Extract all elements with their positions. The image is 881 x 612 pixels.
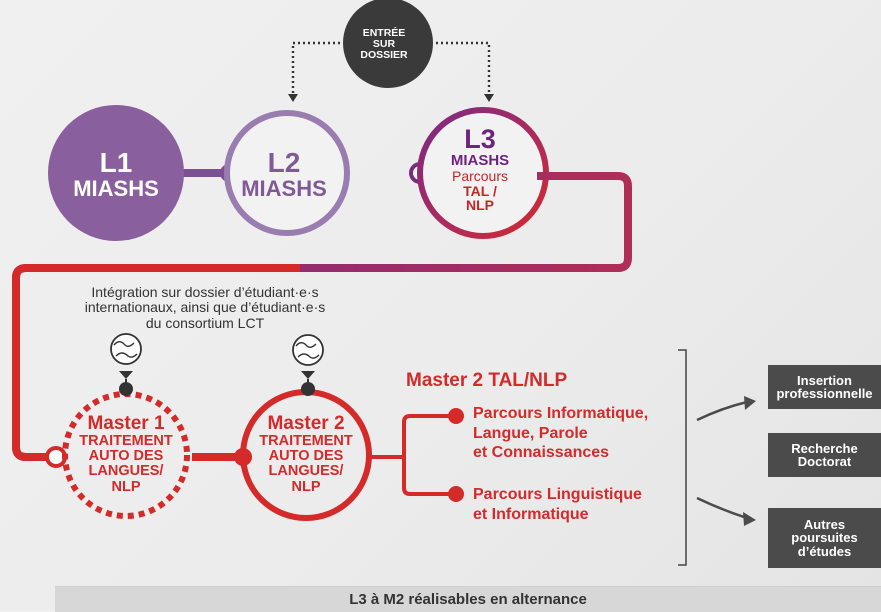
l2-label: L2 MIASHS bbox=[214, 147, 354, 202]
l1-title: L1 bbox=[99, 147, 133, 178]
parcours-branch bbox=[370, 414, 452, 496]
entree-circle bbox=[343, 0, 433, 88]
integration-line1: Intégration sur dossier d’étudiant·e·s bbox=[91, 284, 319, 300]
l2-title: L2 bbox=[267, 147, 301, 178]
l1-subtitle: MIASHS bbox=[73, 176, 159, 202]
master2-title: Master 2 bbox=[267, 413, 345, 434]
master2-label: Master 2 TRAITEMENT AUTO DES LANGUES/ NL… bbox=[231, 414, 381, 495]
entree-line1: ENTRÉE bbox=[362, 27, 406, 39]
entree-line3: DOSSIER bbox=[360, 49, 408, 62]
outcomes-bracket bbox=[678, 349, 687, 566]
master2-line3: LANGUES/ bbox=[268, 463, 344, 480]
parcours-linguistique: Parcours Linguistique et Informatique bbox=[473, 485, 642, 524]
outcome-insertion: Insertion professionnelle bbox=[768, 365, 881, 409]
integration-note: Intégration sur dossier d’étudiant·e·s i… bbox=[40, 284, 370, 331]
alternance-banner: L3 à M2 réalisables en alternance bbox=[55, 586, 881, 612]
master1-line3: LANGUES/ bbox=[88, 463, 164, 480]
outcome1-line2: professionnelle bbox=[776, 386, 873, 401]
l2-subtitle: MIASHS bbox=[241, 176, 327, 202]
outcome2-line2: Doctorat bbox=[797, 454, 852, 469]
master2-line4: NLP bbox=[291, 478, 321, 495]
globe-icon bbox=[110, 333, 142, 396]
master2-line2: AUTO DES bbox=[268, 448, 344, 465]
outcome3-line3: d’études bbox=[797, 543, 852, 559]
master1-line4: NLP bbox=[111, 478, 141, 495]
l1-circle bbox=[48, 105, 184, 241]
l3-m1-link-red bbox=[12, 264, 300, 461]
parcours-informatique: Parcours Informatique, Langue, Parole et… bbox=[473, 404, 648, 463]
master1-label: Master 1 TRAITEMENT AUTO DES LANGUES/ NL… bbox=[56, 414, 196, 495]
arrow-right-icon bbox=[696, 396, 756, 422]
l3-subtitle: MIASHS bbox=[450, 152, 510, 170]
arrow-right-icon bbox=[696, 496, 756, 526]
master2-line1: TRAITEMENT bbox=[259, 432, 353, 449]
banner-text: L3 à M2 réalisables en alternance bbox=[349, 591, 587, 608]
entree-connectors bbox=[288, 41, 494, 102]
integration-line2: internationaux, ainsi que d’étudiant·e·s bbox=[84, 299, 326, 316]
master1-title: Master 1 bbox=[87, 413, 165, 434]
master1-line1: TRAITEMENT bbox=[79, 432, 173, 449]
outcome1-line1: Insertion bbox=[797, 372, 852, 388]
l3-nlp: NLP bbox=[466, 197, 494, 214]
l3-label: L3 MIASHS Parcours TAL / NLP bbox=[416, 125, 544, 213]
parcours1-line2: Langue, Parole bbox=[473, 424, 588, 442]
parcours1-line1: Parcours Informatique, bbox=[473, 405, 649, 422]
outcome2-line1: Recherche bbox=[791, 440, 858, 456]
parcours2-line1: Parcours Linguistique bbox=[473, 486, 642, 503]
m2-block-title: Master 2 TAL/NLP bbox=[406, 370, 568, 391]
l3-tal: TAL / bbox=[463, 182, 497, 199]
globe-icon bbox=[292, 334, 324, 396]
outcome3-line1: Autres bbox=[803, 517, 846, 533]
parcours2-line2: et Informatique bbox=[473, 505, 589, 523]
outcome3-line2: poursuites bbox=[791, 530, 858, 546]
l3-title: L3 bbox=[464, 124, 496, 154]
parcours1-line3: et Connaissances bbox=[473, 444, 610, 462]
l3-parcours: Parcours bbox=[451, 168, 509, 185]
parcours2-bullet bbox=[448, 486, 464, 502]
outcome-recherche: Recherche Doctorat bbox=[768, 433, 881, 477]
l1-label: L1 MIASHS bbox=[50, 147, 182, 202]
integration-line3: du consortium LCT bbox=[145, 314, 265, 331]
entree-label: ENTRÉE SUR DOSSIER bbox=[336, 27, 432, 62]
outcome-autres: Autres poursuites d’études bbox=[768, 508, 881, 568]
master1-line2: AUTO DES bbox=[88, 448, 164, 465]
entree-line2: SUR bbox=[372, 38, 396, 51]
parcours1-bullet bbox=[448, 408, 464, 424]
